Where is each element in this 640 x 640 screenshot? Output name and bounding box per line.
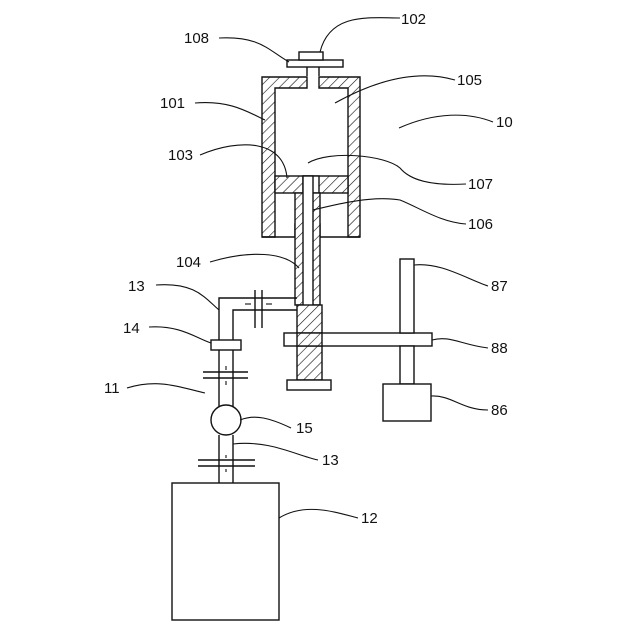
label-106: 106 — [468, 216, 493, 233]
label-88: 88 — [491, 340, 508, 357]
pipe-line — [198, 290, 297, 483]
label-104: 104 — [176, 254, 201, 271]
label-107: 107 — [468, 176, 493, 193]
label-15: 15 — [296, 420, 313, 437]
valve — [211, 405, 241, 435]
tank — [172, 483, 279, 620]
rod-inner-tube — [303, 176, 313, 306]
label-14: 14 — [123, 320, 140, 337]
label-87: 87 — [491, 278, 508, 295]
pipe-flange — [211, 340, 241, 350]
cap-knob — [299, 52, 323, 60]
label-13-upper: 13 — [128, 278, 145, 295]
label-108: 108 — [184, 30, 209, 47]
label-105: 105 — [457, 72, 482, 89]
label-103: 103 — [168, 147, 193, 164]
cap-stem — [307, 67, 319, 76]
label-13-lower: 13 — [322, 452, 339, 469]
guide-post-lower — [400, 346, 414, 384]
label-86: 86 — [491, 402, 508, 419]
top-cap — [287, 52, 343, 76]
label-12: 12 — [361, 510, 378, 527]
label-102: 102 — [401, 11, 426, 28]
rod-foot — [287, 380, 331, 390]
lever-arm-joint — [297, 333, 322, 346]
cap-flange — [287, 60, 343, 67]
counter-weight — [383, 384, 431, 421]
label-10: 10 — [496, 114, 513, 131]
piston-rod — [287, 176, 331, 390]
label-11: 11 — [104, 380, 120, 397]
guide-post-upper — [400, 259, 414, 333]
label-101: 101 — [160, 95, 185, 112]
